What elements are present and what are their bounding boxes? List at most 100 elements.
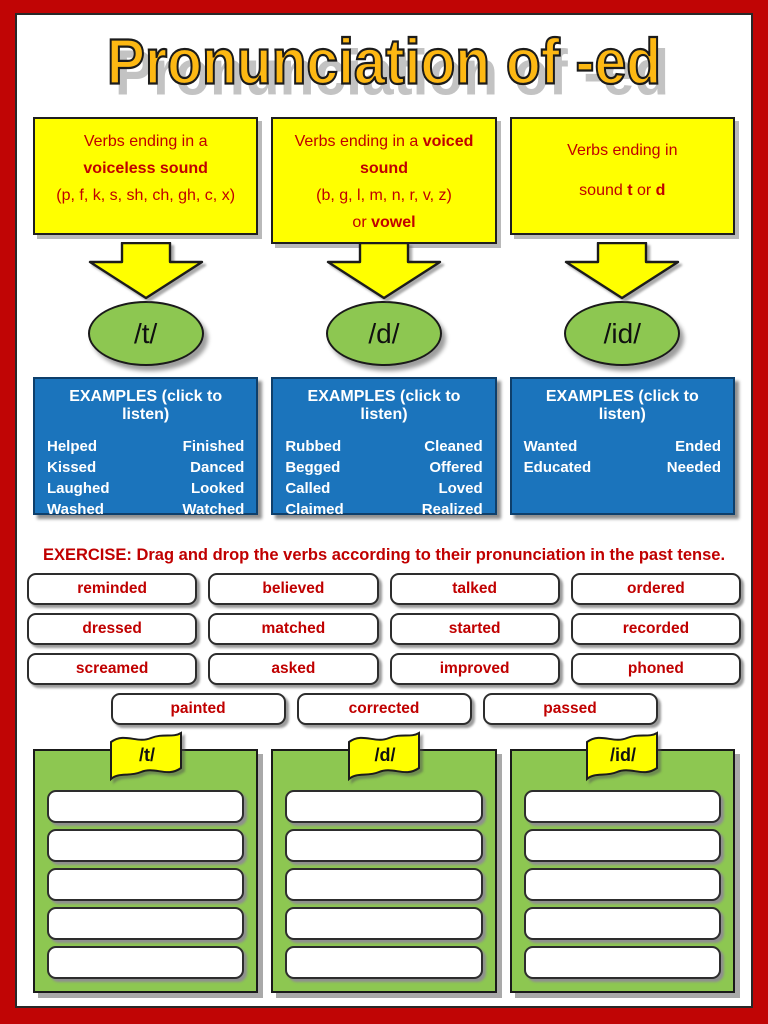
example-word[interactable]: Offered bbox=[429, 459, 483, 476]
word-chip[interactable]: phoned bbox=[570, 653, 741, 685]
drop-panel-t bbox=[33, 749, 259, 993]
chip-row-1: reminded believed talked ordered bbox=[27, 573, 741, 605]
example-word[interactable]: Wanted bbox=[523, 438, 578, 455]
drop-slot[interactable] bbox=[47, 946, 245, 979]
example-word[interactable]: Kissed bbox=[47, 459, 97, 476]
drop-slot[interactable] bbox=[523, 907, 721, 940]
dropzone-label: /d/ bbox=[374, 745, 395, 765]
sounds-row: /t/ /d/ /id/ bbox=[33, 300, 735, 366]
word-chip[interactable]: recorded bbox=[570, 613, 741, 645]
example-word[interactable]: Begged bbox=[285, 459, 341, 476]
examples-header: EXAMPLES (click to listen) bbox=[69, 388, 223, 423]
drop-slot[interactable] bbox=[47, 907, 245, 940]
example-word[interactable]: Washed bbox=[47, 501, 104, 518]
rule-text-bold: voiced bbox=[422, 133, 474, 150]
rule-text: or bbox=[632, 182, 656, 199]
example-word[interactable]: Danced bbox=[190, 459, 245, 476]
drop-slot[interactable] bbox=[523, 868, 721, 901]
drop-slot[interactable] bbox=[285, 868, 483, 901]
rule-text: sound bbox=[579, 182, 628, 199]
word-chip[interactable]: believed bbox=[208, 573, 379, 605]
sound-badge-id: /id/ bbox=[564, 301, 681, 366]
word-chip[interactable]: started bbox=[389, 613, 560, 645]
examples-box-t: EXAMPLES (click to listen) Helped Finishe… bbox=[33, 377, 259, 518]
chip-row-3: screamed asked improved phoned bbox=[27, 653, 741, 685]
rule-box-voiceless: Verbs ending in a voiceless sound (p, f,… bbox=[33, 117, 259, 235]
drop-slot[interactable] bbox=[523, 829, 721, 862]
chip-row-4: painted corrected passed bbox=[27, 693, 741, 725]
rule-text-bold: vowel bbox=[371, 214, 416, 231]
word-chip[interactable]: passed bbox=[482, 693, 658, 725]
example-word[interactable]: Loved bbox=[438, 480, 483, 497]
drop-slot[interactable] bbox=[523, 790, 721, 823]
drop-slot[interactable] bbox=[285, 946, 483, 979]
word-chip[interactable]: talked bbox=[389, 573, 560, 605]
sound-badge-t: /t/ bbox=[87, 301, 204, 366]
drop-slot[interactable] bbox=[285, 907, 483, 940]
drop-slot[interactable] bbox=[285, 829, 483, 862]
example-word[interactable]: Helped bbox=[47, 438, 98, 455]
examples-box-d: EXAMPLES (click to listen) Rubbed Cleaned… bbox=[271, 377, 497, 518]
arrows-row bbox=[33, 242, 735, 300]
drop-panel-d bbox=[271, 749, 497, 993]
rule-text-bold: t bbox=[627, 182, 633, 199]
drop-slot[interactable] bbox=[47, 790, 245, 823]
example-word[interactable]: Called bbox=[285, 480, 331, 497]
dropzone-id: /id/ bbox=[509, 730, 735, 993]
rule-text: Verbs ending in bbox=[567, 142, 678, 159]
example-word[interactable]: Looked bbox=[190, 480, 245, 497]
rule-box-voiced: Verbs ending in a voiced sound (b, g, l,… bbox=[271, 117, 497, 244]
rule-text-bold: sound bbox=[359, 160, 408, 177]
word-chip[interactable]: ordered bbox=[570, 573, 741, 605]
sound-label: /id/ bbox=[603, 317, 641, 349]
rule-text-bold: voiceless sound bbox=[83, 160, 208, 177]
example-word[interactable]: Needed bbox=[666, 459, 721, 476]
worksheet-page: Pronunciation of -ed Verbs ending in a v… bbox=[15, 13, 753, 1008]
dropzones-row: /t/ /d/ bbox=[33, 730, 735, 993]
word-chip[interactable]: corrected bbox=[296, 693, 472, 725]
example-word[interactable]: Educated bbox=[523, 459, 592, 476]
flag-banner-icon: /d/ bbox=[345, 730, 423, 787]
down-arrow-icon bbox=[565, 242, 680, 300]
rule-text: Verbs ending in a bbox=[294, 133, 423, 150]
rule-text: or bbox=[352, 214, 372, 231]
sound-label: /d/ bbox=[368, 317, 400, 349]
examples-row: EXAMPLES (click to listen) Helped Finishe… bbox=[33, 377, 735, 518]
dropzone-label: /id/ bbox=[610, 745, 636, 765]
word-chip[interactable]: painted bbox=[110, 693, 286, 725]
chip-row-2: dressed matched started recorded bbox=[27, 613, 741, 645]
word-chip[interactable]: improved bbox=[389, 653, 560, 685]
rule-text: (b, g, l, m, n, r, v, z) bbox=[316, 187, 452, 204]
example-word[interactable]: Rubbed bbox=[285, 438, 342, 455]
dropzone-t: /t/ bbox=[33, 730, 259, 993]
rule-text-bold: d bbox=[655, 182, 666, 199]
example-word[interactable]: Watched bbox=[182, 501, 245, 518]
rule-text: Verbs ending in a bbox=[83, 133, 208, 150]
example-word[interactable]: Laughed bbox=[47, 480, 110, 497]
page-title: Pronunciation of -ed bbox=[106, 25, 662, 99]
examples-header: EXAMPLES (click to listen) bbox=[307, 388, 461, 423]
dropzone-label: /t/ bbox=[139, 745, 155, 765]
example-word[interactable]: Claimed bbox=[285, 501, 344, 518]
drop-panel-id bbox=[509, 749, 735, 993]
word-chip[interactable]: dressed bbox=[27, 613, 198, 645]
word-chip[interactable]: matched bbox=[208, 613, 379, 645]
examples-box-id: EXAMPLES (click to listen) Wanted Ended E… bbox=[509, 377, 735, 515]
flag-banner-icon: /t/ bbox=[107, 730, 185, 787]
word-chip[interactable]: asked bbox=[208, 653, 379, 685]
example-word[interactable]: Cleaned bbox=[424, 438, 483, 455]
down-arrow-icon bbox=[88, 242, 203, 300]
example-word[interactable]: Finished bbox=[182, 438, 245, 455]
examples-header: EXAMPLES (click to listen) bbox=[545, 388, 699, 423]
drop-slot[interactable] bbox=[285, 790, 483, 823]
example-word[interactable]: Ended bbox=[675, 438, 721, 455]
drop-slot[interactable] bbox=[47, 868, 245, 901]
drop-slot[interactable] bbox=[47, 829, 245, 862]
example-word[interactable]: Realized bbox=[421, 501, 483, 518]
sound-label: /t/ bbox=[133, 317, 158, 349]
sound-badge-d: /d/ bbox=[325, 301, 442, 366]
drop-slot[interactable] bbox=[523, 946, 721, 979]
word-chip[interactable]: reminded bbox=[27, 573, 198, 605]
word-chip[interactable]: screamed bbox=[27, 653, 198, 685]
